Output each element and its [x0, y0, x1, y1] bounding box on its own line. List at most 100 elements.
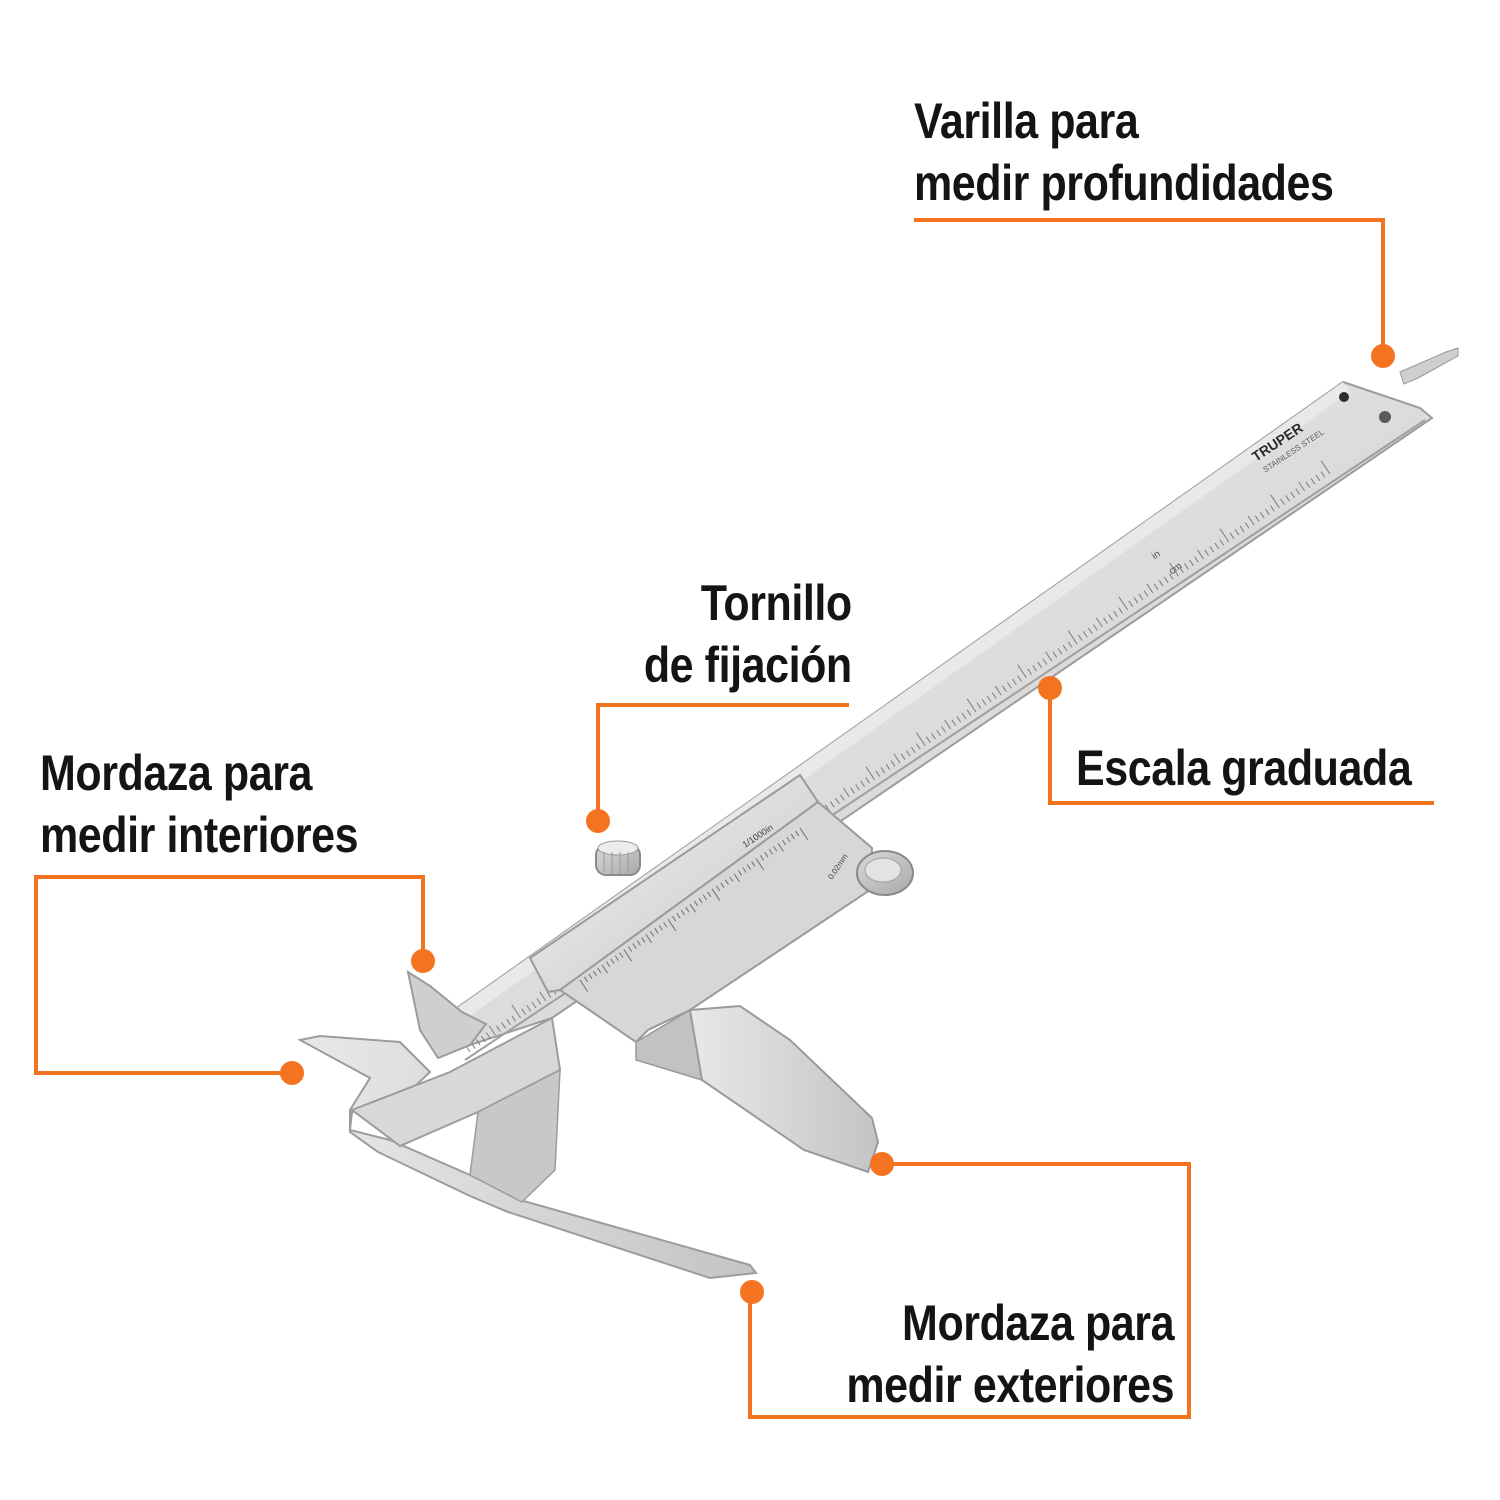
vernier-tick: [597, 967, 602, 974]
beam-tick: [1254, 515, 1260, 522]
vernier-tick: [773, 845, 778, 852]
beam-tick: [1158, 580, 1164, 587]
beam-tick: [1280, 498, 1285, 505]
vernier-tick: [614, 955, 619, 961]
vernier-tick: [680, 909, 685, 916]
label-depth-rod-line2: medir profundidades: [914, 155, 1334, 211]
beam-tick: [1169, 562, 1179, 577]
vernier-tick: [737, 870, 743, 876]
beam-tick: [496, 1025, 501, 1032]
vernier-scale-ticks: [579, 827, 809, 992]
beam-tick: [526, 1005, 532, 1012]
beam-tick: [986, 695, 992, 703]
label-depth-rod-line1: Varilla para: [914, 93, 1139, 149]
beam-tick: [1204, 549, 1210, 556]
beam-tick: [1032, 665, 1038, 672]
beam-tick: [1067, 641, 1073, 648]
beam-tick: [1118, 607, 1124, 614]
vernier-tick: [654, 928, 659, 934]
vernier-tick: [786, 836, 791, 843]
beam-tick: [951, 719, 957, 726]
label-outer-jaw-line2: medir exteriores: [846, 1357, 1174, 1413]
label-inner-jaw-line2: medir interiores: [40, 807, 359, 863]
vernier-tick: [724, 879, 729, 885]
beam-tick: [1270, 505, 1275, 512]
lock-screw: [595, 840, 641, 876]
beam-tick: [1219, 528, 1230, 543]
beam-tick: [1320, 471, 1326, 478]
vernier-tick: [649, 931, 655, 937]
vernier-tick: [746, 864, 751, 870]
beam-tick: [1219, 539, 1225, 546]
beam-tick: [956, 716, 962, 723]
vernier-tick: [720, 882, 725, 888]
callout-line-graduated-scale: [1048, 688, 1434, 805]
beam-tick: [1310, 478, 1316, 485]
vernier-tick: [676, 912, 681, 919]
beam-tick: [1189, 559, 1194, 567]
vernier-tick: [632, 943, 637, 949]
label-inner-jaw: Mordaza para medir interiores: [40, 742, 359, 866]
vernier-tick: [711, 888, 721, 901]
fixed-jaw: [297, 969, 758, 1280]
vernier-tick: [645, 934, 652, 943]
vernier-tick: [627, 946, 633, 952]
beam-tick: [1239, 525, 1245, 533]
vernier-tick: [592, 970, 597, 977]
beam-tick: [991, 692, 997, 699]
callout-dot-outer-jaw-fixed: [740, 1280, 764, 1304]
beam-tick: [1082, 631, 1088, 638]
vernier-tick: [702, 894, 707, 901]
beam-rivet: [1339, 392, 1349, 402]
beam-tick: [536, 998, 542, 1005]
beam-tick: [885, 763, 891, 771]
vernier-tick: [663, 921, 668, 928]
callout-dot-outer-jaw-moving: [870, 1152, 894, 1176]
beam-tick: [994, 685, 1002, 696]
beam-tick: [1143, 590, 1149, 597]
beam-tick: [1259, 512, 1265, 519]
beam-tick: [976, 702, 982, 709]
callout-dot-inner-jaw: [280, 1061, 304, 1085]
callout-line-lock-screw: [596, 703, 849, 820]
vernier-tick: [755, 858, 765, 871]
beam-tick: [1244, 522, 1250, 529]
callout-line-inner-jaw: [34, 875, 425, 1075]
vernier-tick: [579, 979, 589, 992]
beam-tick: [1093, 624, 1098, 631]
beam-tick: [1298, 481, 1306, 492]
vernier-tick: [610, 958, 615, 964]
callout-line-depth-rod: [914, 218, 1385, 355]
callout-dots: [280, 344, 1395, 1304]
vernier-tick: [790, 833, 795, 840]
beam-tick: [880, 767, 886, 774]
vernier-tick: [685, 906, 690, 913]
beam-tick: [1184, 563, 1189, 570]
vernier-tick: [751, 861, 756, 867]
vernier-tick: [698, 897, 703, 904]
beam-tick: [1052, 651, 1058, 658]
beam-tick: [511, 1015, 516, 1022]
beam-tick: [1285, 495, 1290, 502]
beam-tick: [842, 787, 850, 798]
vernier-tick: [636, 940, 641, 946]
vernier-tick: [768, 849, 773, 855]
beam-tick: [1270, 494, 1280, 509]
vernier-tick: [759, 855, 765, 861]
beam-tick: [910, 746, 916, 754]
beam-tick: [936, 729, 941, 737]
vernier-tick: [623, 949, 633, 962]
beam-tick: [1305, 481, 1311, 488]
beam-tick: [860, 780, 866, 788]
vernier-tick: [693, 900, 699, 907]
label-depth-rod: Varilla para medir profundidades: [914, 90, 1334, 214]
beam-tick: [1057, 648, 1063, 655]
beam-tick: [1229, 532, 1235, 539]
vernier-tick: [641, 937, 646, 943]
beam-tick: [1087, 627, 1093, 635]
callout-dot-graduated-scale: [1038, 676, 1062, 700]
vernier-tick: [671, 915, 677, 922]
beam-tick: [1234, 529, 1240, 536]
vernier-tick: [764, 852, 769, 858]
